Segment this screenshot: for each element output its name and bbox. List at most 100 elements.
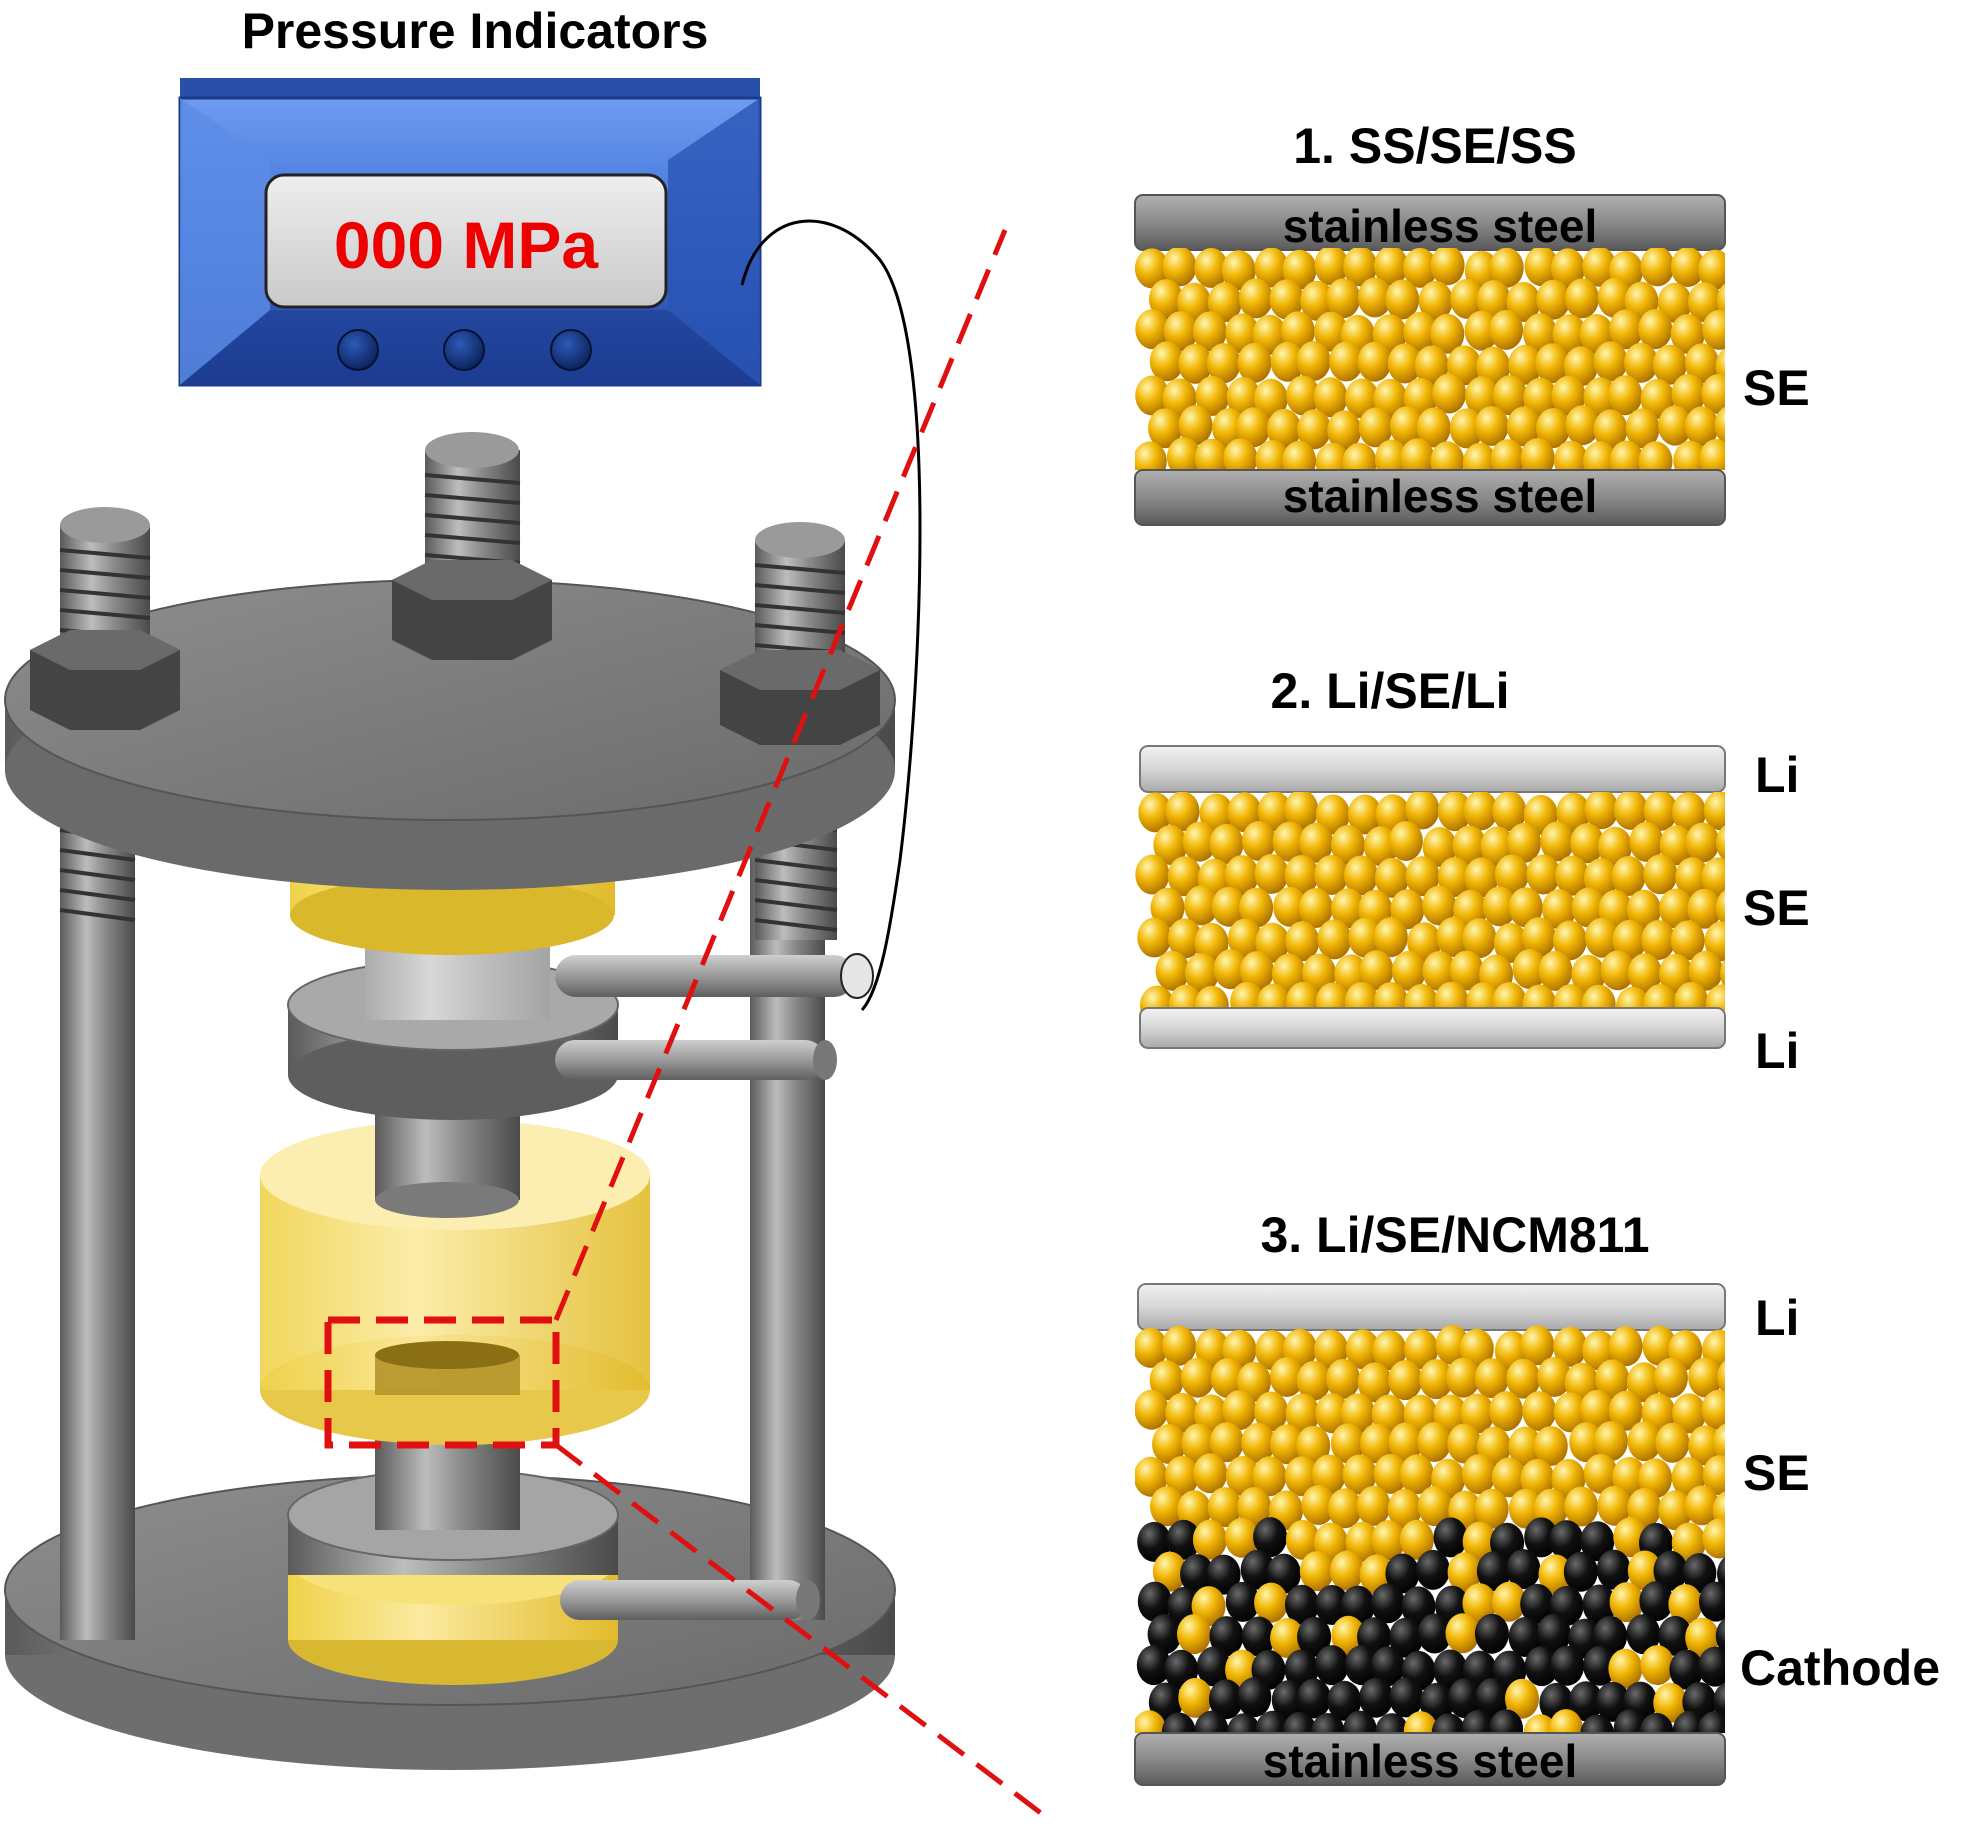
cathode-particle (1475, 1677, 1510, 1718)
electrolyte-particle (1593, 1421, 1628, 1462)
electrolyte-particle (1296, 1425, 1331, 1466)
electrolyte-particle (1641, 920, 1676, 960)
cathode-particle (1461, 1709, 1496, 1733)
indicator-screen (264, 173, 668, 309)
electrolyte-particle (1165, 792, 1200, 832)
electrolyte-particle (1385, 279, 1420, 320)
electrolyte-particle (1508, 887, 1543, 928)
electrolyte-particle (1445, 1613, 1480, 1654)
electrolyte-particle (1194, 438, 1229, 470)
electrolyte-particle (1298, 888, 1333, 928)
electrolyte-particle (1670, 920, 1705, 961)
electrolyte-particle (1374, 857, 1409, 898)
electrolyte-particle (1430, 441, 1465, 470)
electrolyte-particle (1206, 343, 1241, 384)
electrolyte-particle (1194, 922, 1229, 963)
electrolyte-particle (1135, 1710, 1167, 1733)
electrolyte-particle (1580, 1389, 1614, 1430)
electrolyte-particle (1474, 406, 1509, 446)
electrolyte-particle (1717, 1360, 1725, 1395)
electrolyte-particle (1685, 343, 1719, 384)
electrolyte-particle (1581, 984, 1616, 1012)
electrolyte-particle (1331, 825, 1365, 865)
electrolyte-particle (1608, 1648, 1643, 1689)
cathode-particle (1196, 1646, 1231, 1687)
electrolyte-particle (1358, 407, 1393, 448)
electrolyte-particle (1372, 1330, 1407, 1371)
electrolyte-particle (1522, 984, 1557, 1012)
electrolyte-particle (1194, 248, 1229, 288)
electrolyte-particle (1685, 1485, 1719, 1526)
electrolyte-particle (1551, 248, 1585, 289)
cathode-particle (1563, 1551, 1598, 1592)
bolt-center (392, 432, 552, 660)
electrolyte-particle (1671, 1522, 1706, 1563)
electrolyte-particle (1716, 283, 1725, 319)
cathode-particle (1580, 1714, 1615, 1733)
electrolyte-particle (1430, 248, 1465, 286)
electrolyte-particle (1571, 887, 1606, 928)
electrolyte-particle (1492, 982, 1527, 1012)
bolt-right (720, 522, 880, 745)
indicator-button-3[interactable] (550, 329, 592, 371)
cell-1-bottom-steel-label: stainless steel (1283, 470, 1598, 522)
electrolyte-particle (1207, 1487, 1242, 1528)
electrolyte-particle (1582, 248, 1617, 287)
electrolyte-particle (1597, 1485, 1632, 1526)
electrolyte-particle (1506, 282, 1541, 322)
electrolyte-particle (1178, 405, 1213, 446)
cathode-particle (1653, 1550, 1688, 1591)
electrolyte-particle (1658, 405, 1692, 446)
cathode-particle (1255, 1710, 1290, 1733)
electrolyte-particle (1315, 442, 1350, 470)
indicator-button-2[interactable] (443, 329, 485, 371)
electrolyte-particle (1254, 248, 1289, 288)
cathode-particle (1474, 1613, 1509, 1654)
electrolyte-particle (1404, 1329, 1439, 1370)
electrolyte-particle (1299, 822, 1334, 863)
electrolyte-particle (1360, 1423, 1395, 1464)
electrolyte-particle (1178, 1677, 1213, 1718)
cathode-particle (1524, 1646, 1559, 1687)
electrolyte-particle (1627, 1550, 1662, 1591)
electrolyte-particle (1507, 822, 1541, 863)
electrolyte-particle (1418, 280, 1453, 321)
electrolyte-particle (1583, 377, 1618, 418)
electrolyte-particle (1389, 406, 1424, 447)
electrolyte-particle (1489, 309, 1524, 350)
cell-1-title: 1. SS/SE/SS (1293, 118, 1576, 174)
electrolyte-particle (1564, 1486, 1599, 1527)
cell-3-title: 3. Li/SE/NCM811 (1260, 1207, 1649, 1263)
electrolyte-particle (1702, 1455, 1725, 1496)
electrolyte-particle (1506, 406, 1541, 447)
electrolyte-particle (1373, 982, 1408, 1012)
electrolyte-particle (1611, 856, 1646, 896)
cathode-particle (1282, 1711, 1317, 1733)
electrolyte-particle (1135, 441, 1167, 470)
electrolyte-particle (1671, 373, 1706, 414)
electrolyte-particle (1255, 922, 1290, 963)
indicator-buttons (337, 329, 592, 371)
electrolyte-particle (1399, 1454, 1434, 1495)
electrolyte-particle (1150, 887, 1185, 928)
electrolyte-particle (1659, 825, 1694, 866)
electrolyte-particle (1222, 1390, 1257, 1431)
electrolyte-particle (1612, 1457, 1647, 1497)
electrolyte-particle (1640, 1645, 1675, 1686)
electrolyte-particle (1447, 1423, 1482, 1464)
cathode-particle (1237, 1677, 1272, 1718)
electrolyte-particle (1492, 375, 1527, 416)
cathode-particle (1596, 1549, 1631, 1590)
cathode-particle (1699, 1581, 1725, 1622)
electrolyte-particle (1210, 1358, 1245, 1398)
electrolyte-particle (1702, 309, 1725, 350)
electrolyte-particle (1474, 1488, 1509, 1529)
electrolyte-particle (1492, 1581, 1526, 1622)
electrolyte-particle (1704, 921, 1725, 962)
electrolyte-particle (1225, 1456, 1260, 1496)
electrolyte-particle (1597, 277, 1632, 318)
electrolyte-particle (1449, 950, 1484, 991)
electrolyte-particle (1356, 1485, 1391, 1526)
indicator-button-1[interactable] (337, 329, 379, 371)
electrolyte-particle (1165, 1392, 1200, 1433)
